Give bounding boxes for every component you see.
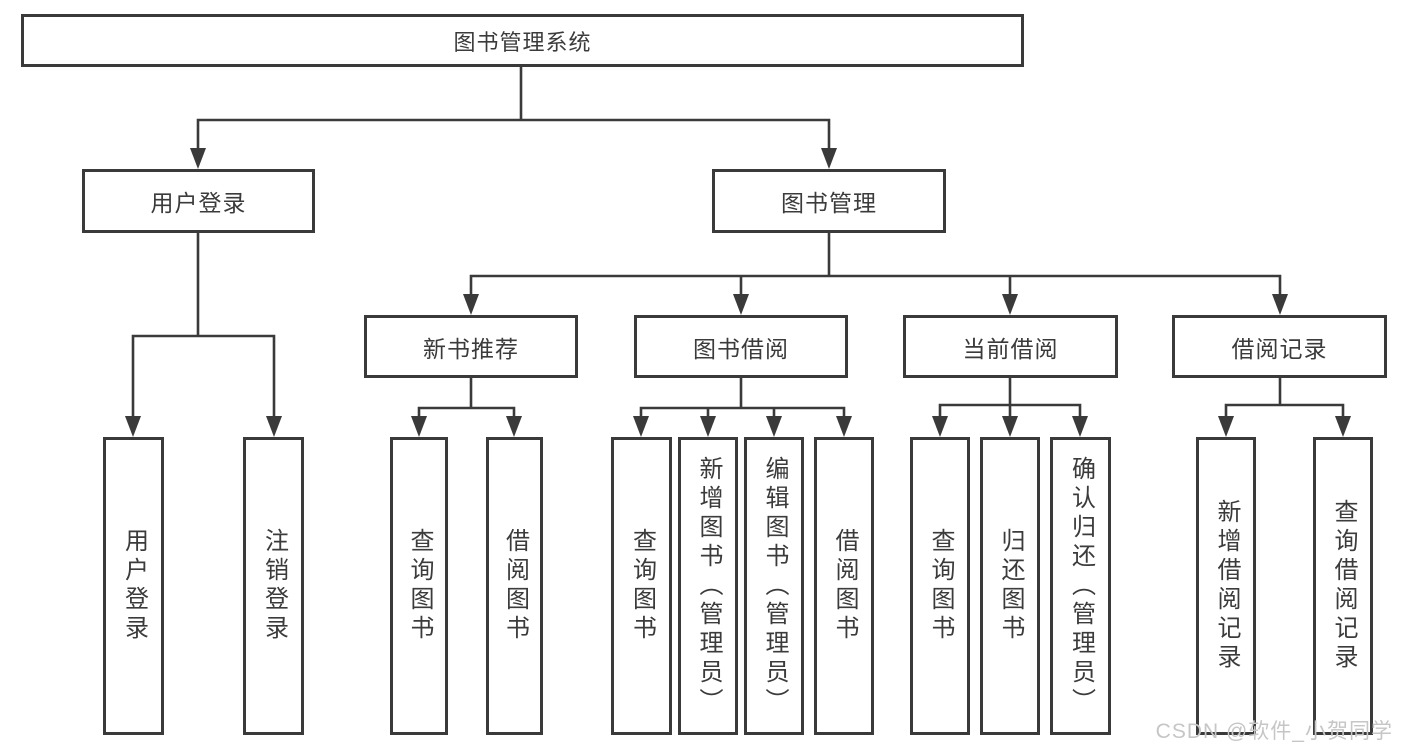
leaf-br-add-record: 新增借阅记录: [1196, 437, 1256, 735]
node-book-management: 图书管理: [712, 169, 946, 233]
leaf-cb-return-book: 归还图书: [980, 437, 1040, 735]
leaf-rec-search-book: 查询图书: [390, 437, 448, 735]
leaf-bb-add-book-admin: 新增图书（管理员）: [678, 437, 738, 735]
leaf-logout: 注销登录: [243, 437, 304, 735]
leaf-br-search-record: 查询借阅记录: [1313, 437, 1373, 735]
leaf-bb-edit-book-admin: 编辑图书（管理员）: [744, 437, 804, 735]
node-root-system: 图书管理系统: [21, 14, 1024, 67]
node-borrow-record: 借阅记录: [1172, 315, 1387, 378]
leaf-user-login: 用户登录: [103, 437, 164, 735]
leaf-bb-search-book: 查询图书: [611, 437, 672, 735]
leaf-rec-borrow-book: 借阅图书: [486, 437, 543, 735]
leaf-bb-borrow-book: 借阅图书: [814, 437, 874, 735]
node-book-borrow: 图书借阅: [634, 315, 848, 378]
node-user-login: 用户登录: [82, 169, 315, 233]
leaf-cb-search-book: 查询图书: [910, 437, 970, 735]
csdn-watermark: CSDN @软件_小贺同学: [1155, 720, 1393, 743]
node-current-borrow: 当前借阅: [903, 315, 1118, 378]
leaf-cb-confirm-return-admin: 确认归还（管理员）: [1050, 437, 1111, 735]
node-new-book-recommend: 新书推荐: [364, 315, 578, 378]
arrowheads: [125, 148, 1351, 437]
